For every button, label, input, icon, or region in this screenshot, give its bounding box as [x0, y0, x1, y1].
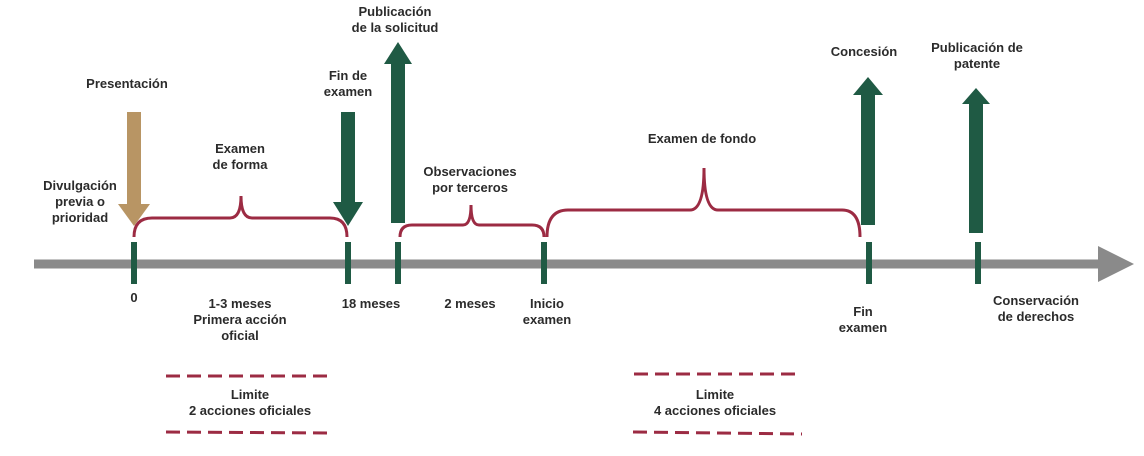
label-line: de forma — [213, 157, 269, 172]
fin-examen-arrow-head — [333, 202, 363, 226]
label-line: Limite — [696, 387, 734, 402]
label-line: 2 meses — [444, 296, 495, 311]
label-line: examen — [324, 84, 372, 99]
label-line: examen — [839, 320, 887, 335]
label-line: Divulgación — [43, 178, 117, 193]
label-line: prioridad — [52, 210, 108, 225]
label-line: Examen de fondo — [648, 131, 756, 146]
limit2-bottom-line — [632, 430, 803, 436]
label-line: Observaciones — [423, 164, 516, 179]
timeline-arrowhead — [1098, 246, 1134, 282]
tick-18-meses — [345, 242, 351, 284]
label-line: de derechos — [998, 309, 1075, 324]
tick-0 — [131, 242, 137, 284]
label-line: Inicio — [530, 296, 564, 311]
label-line: Fin — [853, 304, 873, 319]
label-line: 1-3 meses — [209, 296, 272, 311]
label-18-meses: 18 meses — [342, 296, 401, 311]
publicacion-patente-arrow-head — [962, 88, 990, 104]
label-line: examen — [523, 312, 571, 327]
label-line: patente — [954, 56, 1000, 71]
tick-inicio-examen — [541, 242, 547, 284]
fin-examen-arrow-shaft — [341, 112, 355, 204]
label-2-meses: 2 meses — [444, 296, 495, 311]
brace-observaciones — [398, 204, 546, 238]
label-line: oficial — [221, 328, 259, 343]
limit1-bottom-line — [165, 430, 335, 435]
publicacion-solicitud-arrow-head — [384, 42, 412, 64]
label-presentacion: Presentación — [86, 76, 168, 91]
brace-examen-fondo — [545, 167, 862, 238]
label-line: 4 acciones oficiales — [654, 403, 776, 418]
tick-conservacion — [975, 242, 981, 284]
label-line: Publicación de — [931, 40, 1023, 55]
label-line: Primera acción — [193, 312, 286, 327]
label-line: Conservación — [993, 293, 1079, 308]
label-line: Fin de — [329, 68, 367, 83]
publicacion-patente-arrow-shaft — [969, 103, 983, 233]
label-line: 18 meses — [342, 296, 401, 311]
label-line: de la solicitud — [352, 20, 439, 35]
label-line: Publicación — [359, 4, 432, 19]
label-line: Concesión — [831, 44, 898, 59]
presentation-arrow-head — [118, 204, 150, 226]
label-examen-fondo: Examen de fondo — [648, 131, 756, 146]
publicacion-solicitud-arrow-shaft — [391, 63, 405, 223]
concesion-arrow-head — [853, 77, 883, 95]
label-line: 0 — [130, 290, 137, 305]
label-concesion: Concesión — [831, 44, 898, 59]
label-line: previa o — [55, 194, 105, 209]
label-line: Limite — [231, 387, 269, 402]
presentation-arrow-shaft — [127, 112, 141, 206]
tick-fin-examen — [866, 242, 872, 284]
label-line: 2 acciones oficiales — [189, 403, 311, 418]
concesion-arrow-shaft — [861, 94, 875, 225]
label-line: por terceros — [432, 180, 508, 195]
brace-examen-forma — [132, 195, 349, 238]
label-line: Presentación — [86, 76, 168, 91]
tick-publicacion — [395, 242, 401, 284]
label-line: Examen — [215, 141, 265, 156]
label-t0: 0 — [130, 290, 137, 305]
